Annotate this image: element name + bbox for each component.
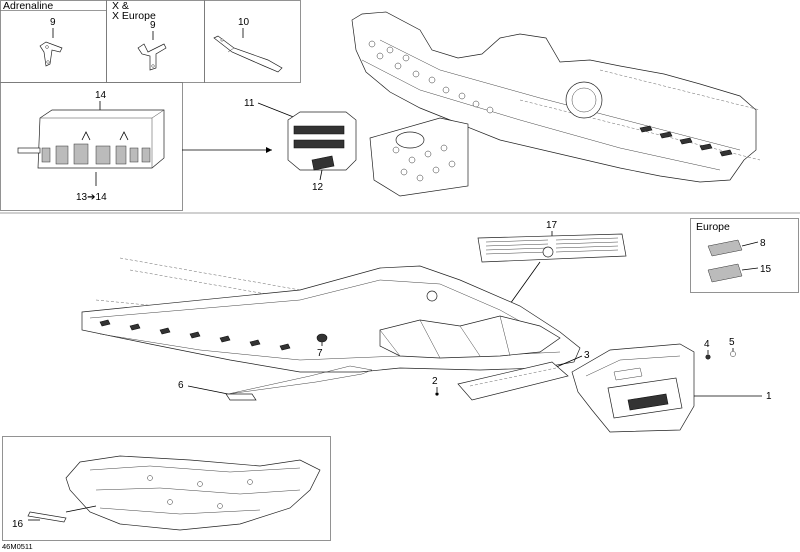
x-europe-header: X Europe: [112, 10, 156, 22]
callout-16: 16: [12, 519, 24, 530]
bolt-part-4: 4: [704, 339, 711, 360]
warning-decal-part-17: 17: [477, 220, 627, 319]
washer-part-5: 5: [729, 337, 736, 357]
callout-11: 11: [244, 98, 255, 109]
europe-header: Europe: [696, 221, 730, 233]
callout-9-x-europe: 9: [150, 20, 156, 31]
callout-7: 7: [317, 348, 323, 359]
adrenaline-header: Adrenaline: [3, 0, 53, 12]
runner-part-6: 6: [178, 365, 373, 401]
callout-1: 1: [766, 391, 772, 402]
electrical-box-inset: 14 13➔14: [0, 82, 272, 211]
callout-2: 2: [432, 376, 438, 387]
callout-13-14: 13➔14: [76, 192, 107, 203]
drawing-code: 46M0511: [2, 542, 33, 551]
exhaust-assembly-part-11: 11: [244, 98, 469, 197]
europe-inset: Europe 8 15: [690, 218, 799, 293]
callout-15: 15: [760, 264, 772, 275]
callout-4: 4: [704, 339, 710, 350]
tunnel-frame-assembly: [81, 257, 581, 373]
part-10-inset: 10: [204, 0, 301, 83]
adrenaline-inset: Adrenaline 9: [0, 0, 107, 83]
callout-17: 17: [546, 220, 558, 231]
callout-5: 5: [729, 337, 735, 348]
upper-chassis-assembly: [351, 11, 761, 183]
bracket-part-9-adrenaline: [39, 41, 63, 67]
rear-flap-part-1: 1: [571, 343, 772, 433]
bracket-part-9-x-europe: [137, 43, 167, 71]
callout-6: 6: [178, 380, 184, 391]
belly-pan-inset: 16: [2, 436, 331, 541]
x-europe-inset: X & X Europe 9: [106, 0, 205, 83]
callout-14: 14: [95, 90, 107, 101]
callout-9-adrenaline: 9: [50, 17, 56, 28]
grommet-part-7: 7: [316, 333, 328, 359]
decal-part-8: 8: [707, 238, 766, 257]
strip-part-16: 16: [12, 505, 97, 530]
callout-12: 12: [312, 182, 324, 193]
strap-part-10: [213, 35, 283, 73]
x-and-header: X &: [112, 0, 129, 12]
fastener-part-2: 2: [432, 376, 439, 396]
clamp-part-12: 12: [311, 155, 335, 193]
callout-8: 8: [760, 238, 766, 249]
plate-part-3: 3: [457, 350, 590, 401]
fuse-box-part: [17, 109, 165, 169]
callout-3: 3: [584, 350, 590, 361]
callout-10: 10: [238, 17, 250, 28]
decal-part-15: 15: [707, 263, 772, 283]
